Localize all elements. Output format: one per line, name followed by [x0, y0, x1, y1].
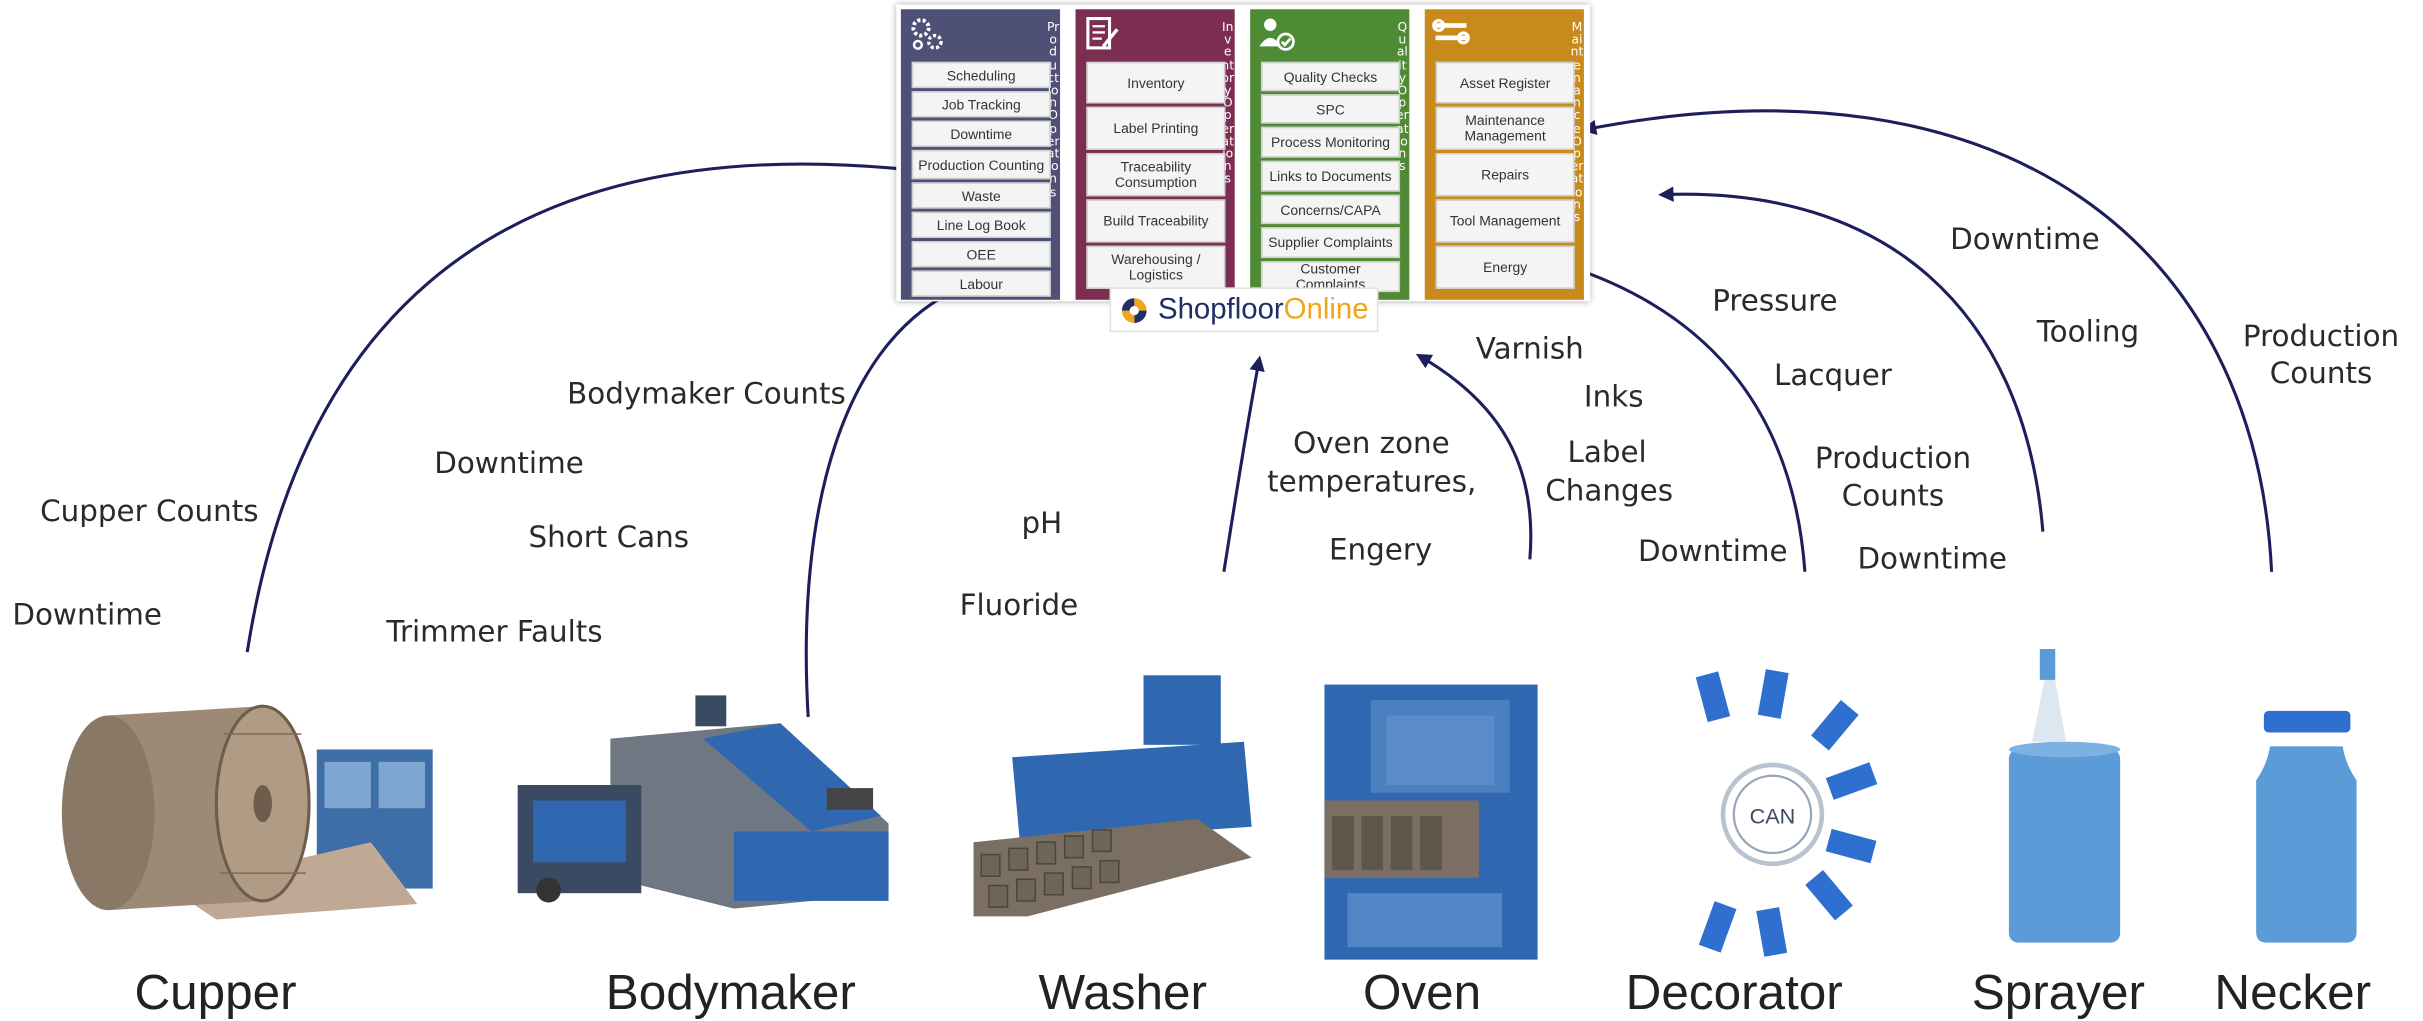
- label-bodymaker: Bodymaker: [605, 964, 856, 1020]
- label-oven: Oven: [1362, 964, 1482, 1020]
- annotation-bodymaker-downtime: Downtime: [434, 446, 584, 481]
- module-item[interactable]: OEE: [911, 241, 1051, 268]
- necker-can-image: [2256, 710, 2357, 943]
- arrow-cupper: [245, 161, 915, 653]
- annotation-changes: Changes: [1545, 474, 1674, 509]
- annotation-engery: Engery: [1328, 533, 1433, 568]
- module-item[interactable]: Inventory: [1086, 61, 1226, 104]
- oven-machine-image: [1324, 684, 1538, 960]
- annotation-ph: pH: [1021, 506, 1063, 541]
- arrow-sprayer: [1658, 186, 2045, 532]
- decorator-machine-image: CAN: [1695, 669, 1878, 957]
- document-icon: [1082, 15, 1122, 52]
- annotation-necker-production: Production: [2242, 319, 2400, 354]
- wrench-icon: [1431, 15, 1471, 52]
- bodymaker-machine-image: [517, 695, 889, 909]
- module-item[interactable]: Job Tracking: [911, 91, 1051, 118]
- module-item[interactable]: Traceability Consumption: [1086, 152, 1226, 197]
- annotation-tooling: Tooling: [2036, 315, 2140, 350]
- annotation-sprayer-counts: Counts: [1841, 479, 1945, 514]
- annotation-lacquer: Lacquer: [1774, 358, 1892, 393]
- arrow-decorator: [1563, 262, 1807, 572]
- annotation-oven-temperatures: temperatures,: [1267, 465, 1477, 500]
- svg-text:CAN: CAN: [1750, 804, 1796, 829]
- module-item[interactable]: Production Counting: [911, 149, 1051, 180]
- module-title: Quality Operations: [1396, 21, 1409, 174]
- module-item[interactable]: Tool Management: [1435, 199, 1575, 243]
- shopfloor-online-logo: ShopfloorOnline: [1109, 287, 1379, 333]
- label-necker: Necker: [2214, 964, 2372, 1020]
- annotation-sprayer-production: Production: [1814, 441, 1972, 476]
- module-item[interactable]: Maintenance Management: [1435, 106, 1575, 150]
- logo-text-online: Online: [1283, 292, 1369, 326]
- arrow-oven: [1415, 353, 1533, 560]
- annotation-trimmer-faults: Trimmer Faults: [386, 615, 603, 650]
- module-item[interactable]: Scheduling: [911, 61, 1051, 89]
- annotation-oven-zone: Oven zone: [1293, 426, 1450, 461]
- module-item[interactable]: Label Printing: [1086, 106, 1226, 150]
- inspector-icon: [1256, 15, 1296, 52]
- module-maintenance-operations: Maintenance Operations Asset Register Ma…: [1424, 9, 1584, 300]
- washer-machine-image: [973, 675, 1252, 917]
- annotation-fluoride: Fluoride: [959, 588, 1079, 623]
- annotation-label: Label: [1567, 435, 1647, 470]
- annotation-varnish: Varnish: [1475, 332, 1584, 367]
- module-item[interactable]: Supplier Complaints: [1260, 227, 1401, 259]
- module-item[interactable]: Concerns/CAPA: [1260, 194, 1401, 225]
- module-item[interactable]: Links to Documents: [1260, 160, 1401, 192]
- label-decorator: Decorator: [1625, 964, 1843, 1020]
- module-item[interactable]: Energy: [1435, 245, 1575, 289]
- module-title: Maintenance Operations: [1570, 21, 1584, 225]
- annotation-necker-downtime: Downtime: [1950, 222, 2100, 257]
- annotation-short-cans: Short Cans: [528, 520, 690, 555]
- cupper-machine-image: [61, 704, 433, 920]
- module-item[interactable]: Asset Register: [1435, 61, 1575, 104]
- annotation-pressure: Pressure: [1712, 284, 1838, 319]
- label-cupper: Cupper: [134, 964, 297, 1020]
- module-item[interactable]: Line Log Book: [911, 211, 1051, 238]
- module-item[interactable]: Labour: [911, 270, 1051, 297]
- module-production-operations: Production Operations Scheduling Job Tra…: [900, 9, 1061, 300]
- annotation-cupper-counts: Cupper Counts: [40, 494, 259, 529]
- annotation-decorator-downtime: Downtime: [1638, 534, 1788, 569]
- module-item[interactable]: Downtime: [911, 120, 1051, 147]
- label-sprayer: Sprayer: [1971, 964, 2145, 1020]
- logo-text-shopfloor: Shopfloor: [1157, 292, 1284, 326]
- annotation-cupper-downtime: Downtime: [12, 598, 162, 633]
- module-item[interactable]: Repairs: [1435, 152, 1575, 197]
- annotation-bodymaker-counts: Bodymaker Counts: [567, 377, 846, 412]
- label-washer: Washer: [1038, 964, 1207, 1020]
- module-item[interactable]: Build Traceability: [1086, 199, 1226, 243]
- module-item[interactable]: Customer Complaints: [1260, 261, 1401, 293]
- module-item[interactable]: Waste: [911, 182, 1051, 209]
- module-quality-operations: Quality Operations Quality Checks SPC Pr…: [1250, 9, 1410, 300]
- arrow-washer: [1222, 355, 1265, 573]
- annotation-inks: Inks: [1583, 380, 1644, 415]
- module-item[interactable]: Quality Checks: [1260, 61, 1401, 92]
- shopfloor-online-panel: Production Operations Scheduling Job Tra…: [896, 4, 1591, 302]
- module-item[interactable]: Process Monitoring: [1260, 126, 1401, 158]
- annotation-necker-counts: Counts: [2269, 356, 2373, 391]
- module-item[interactable]: Warehousing / Logistics: [1086, 245, 1226, 289]
- gears-icon: [907, 15, 947, 52]
- sprayer-can-image: [2008, 649, 2121, 943]
- module-inventory-operations: Inventory Operations Inventory Label Pri…: [1075, 9, 1235, 300]
- logo-icon: [1122, 297, 1148, 323]
- module-item[interactable]: SPC: [1260, 94, 1401, 124]
- arrow-bodymaker: [804, 285, 965, 718]
- arrow-necker: [1580, 109, 2274, 572]
- annotation-sprayer-downtime: Downtime: [1857, 542, 2007, 577]
